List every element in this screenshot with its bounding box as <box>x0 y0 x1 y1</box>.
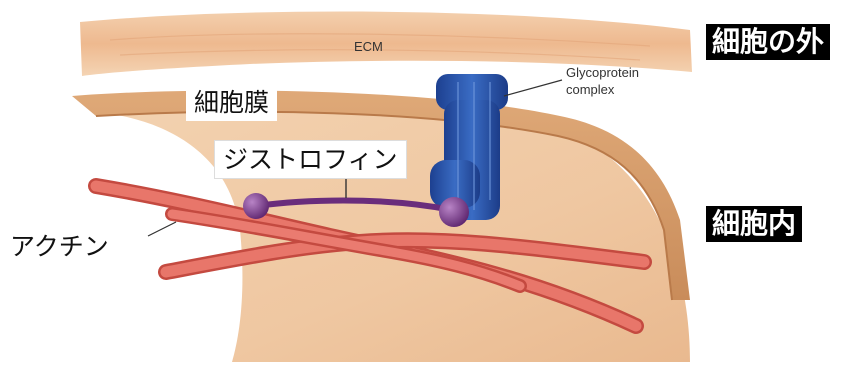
glycoprotein-leader <box>504 80 562 96</box>
dystrophin-label: ジストロフィン <box>214 140 407 179</box>
inside-cell-label: 細胞内 <box>706 206 802 242</box>
cell-membrane-label: 細胞膜 <box>186 84 277 121</box>
outside-cell-label: 細胞の外 <box>706 24 830 60</box>
actin-label: アクチン <box>10 234 109 259</box>
actin-leader <box>148 222 176 236</box>
ecm-label: ECM <box>354 40 383 53</box>
complex-label: complex <box>566 83 614 96</box>
glycoprotein-label: Glycoprotein <box>566 66 639 79</box>
